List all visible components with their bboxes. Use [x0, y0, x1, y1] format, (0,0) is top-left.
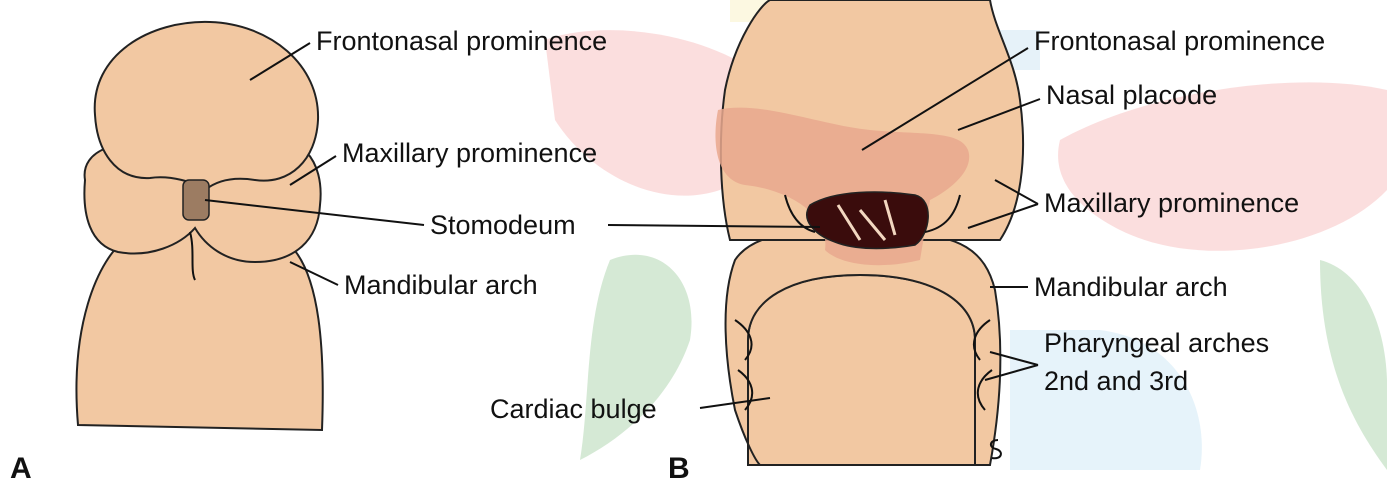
- watermark-leaf-left: [580, 255, 692, 460]
- panel-b-label-cardiac: Cardiac bulge: [490, 394, 657, 424]
- panel-a-label-frontonasal: Frontonasal prominence: [316, 26, 607, 56]
- panel-b-cardiac-bulge-shape: [748, 275, 975, 465]
- panel-b-label-pharyngeal-line2: 2nd and 3rd: [1044, 366, 1188, 396]
- panel-b-label-frontonasal: Frontonasal prominence: [1034, 26, 1325, 56]
- panel-b-label-mandibular: Mandibular arch: [1034, 272, 1228, 302]
- panel-b-label-maxillary: Maxillary prominence: [1044, 188, 1299, 218]
- panel-a-letter: A: [10, 452, 32, 485]
- panel-a-label-maxillary: Maxillary prominence: [342, 138, 597, 168]
- panel-b-label-pharyngeal-line1: Pharyngeal arches: [1044, 328, 1269, 358]
- panel-b-label-nasal-placode: Nasal placode: [1046, 80, 1217, 110]
- panel-a-frontonasal-prominence-shape: [95, 22, 318, 190]
- watermark-leaf-right: [1320, 260, 1387, 470]
- panel-b-letter: B: [668, 452, 690, 485]
- panel-a-label-mandibular: Mandibular arch: [344, 270, 538, 300]
